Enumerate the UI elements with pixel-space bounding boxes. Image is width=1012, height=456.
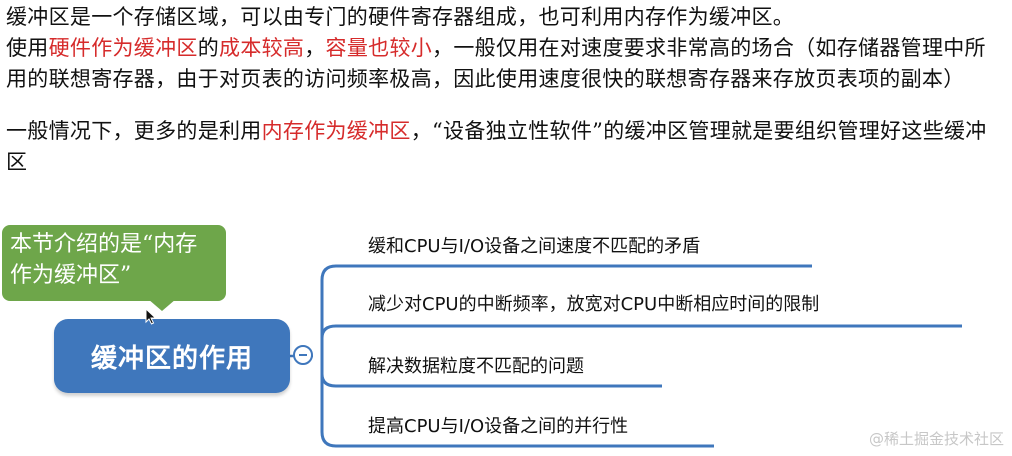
connector-branch-4 xyxy=(320,356,714,448)
paragraph-hardware-buffer: 使用硬件作为缓冲区的成本较高，容量也较小，一般仅用在对速度要求非常高的场合（如存… xyxy=(6,36,986,91)
branch-topic-4[interactable]: 提高CPU与I/O设备之间的并行性 xyxy=(368,416,629,437)
watermark: @稀土掘金技术社区 xyxy=(868,430,1004,448)
central-topic-label: 缓冲区的作用 xyxy=(90,343,253,374)
branch-topic-1[interactable]: 缓和CPU与I/O设备之间速度不匹配的矛盾 xyxy=(368,236,701,257)
central-topic[interactable]: 缓冲区的作用 xyxy=(54,319,290,393)
highlight-hardware-buffer: 硬件作为缓冲区 xyxy=(48,36,198,60)
mouse-pointer-icon xyxy=(145,308,157,325)
connector-branch-1 xyxy=(320,264,812,356)
highlight-high-cost: 成本较高 xyxy=(219,36,305,60)
connector-branch-2 xyxy=(320,324,962,356)
paragraph-definition: 缓冲区是一个存储区域，可以由专门的硬件寄存器组成，也可利用内存作为缓冲区。 xyxy=(6,5,795,29)
collapse-minus-icon[interactable] xyxy=(293,345,313,365)
callout-tail xyxy=(148,299,176,311)
callout-note: 本节介绍的是“内存作为缓冲区” xyxy=(2,225,226,301)
highlight-memory-buffer: 内存作为缓冲区 xyxy=(261,119,411,143)
callout-text: 本节介绍的是“内存作为缓冲区” xyxy=(10,232,198,288)
branch-topic-2[interactable]: 减少对CPU的中断频率，放宽对CPU中断相应时间的限制 xyxy=(368,294,820,315)
branch-topic-3[interactable]: 解决数据粒度不匹配的问题 xyxy=(368,356,584,377)
highlight-small-capacity: 容量也较小 xyxy=(325,36,433,60)
paragraph-memory-buffer: 一般情况下，更多的是利用内存作为缓冲区，“设备独立性软件”的缓冲区管理就是要组织… xyxy=(6,119,987,174)
